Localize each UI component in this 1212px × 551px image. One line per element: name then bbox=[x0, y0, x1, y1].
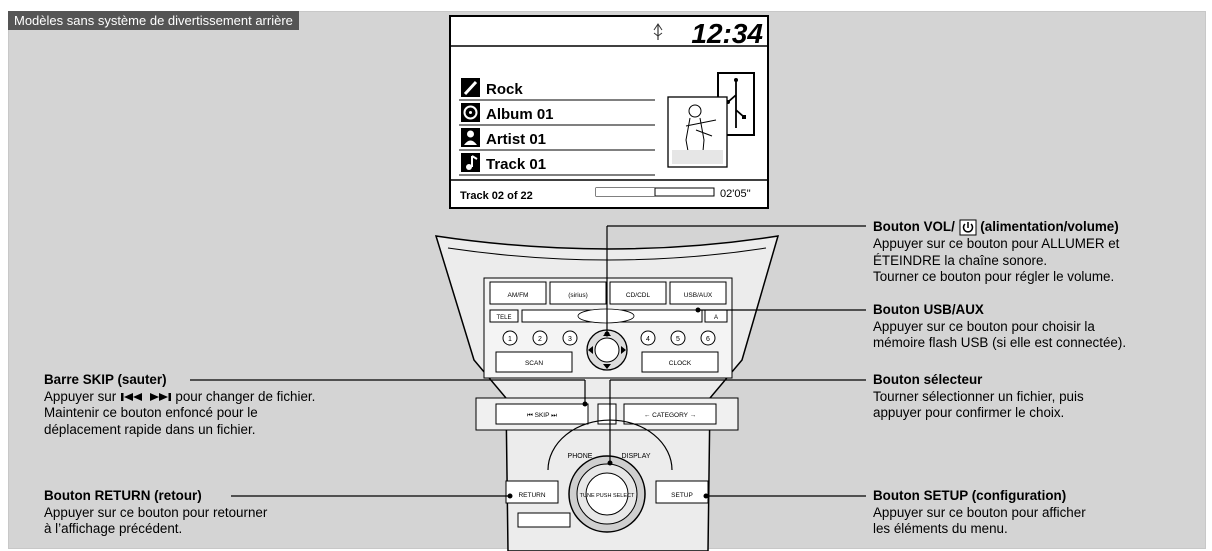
phone-button[interactable]: PHONE bbox=[568, 453, 593, 460]
setup-title: Bouton SETUP (configuration) bbox=[873, 488, 1067, 503]
vol-line3: Tourner ce bouton pour régler le volume. bbox=[873, 269, 1115, 284]
preset-4[interactable]: 4 bbox=[646, 336, 650, 343]
skip-line2: Maintenir ce bouton enfoncé pour le bbox=[44, 405, 258, 420]
usb-line2: mémoire flash USB (si elle est connectée… bbox=[873, 335, 1127, 350]
progress-bar bbox=[595, 187, 715, 197]
row-track: Track 01 bbox=[486, 156, 546, 173]
usb-aux-button[interactable]: USB/AUX bbox=[684, 292, 713, 299]
leader-lines bbox=[190, 225, 866, 497]
usb-line1: Appuyer sur ce bouton pour choisir la bbox=[873, 318, 1095, 334]
usb-icon bbox=[653, 23, 663, 40]
category-bar[interactable]: ← CATEGORY → bbox=[644, 412, 696, 419]
vol-line1: Appuyer sur ce bouton pour ALLUMER et bbox=[873, 236, 1120, 251]
sirius-button[interactable]: (sirius) bbox=[568, 292, 588, 299]
usb-title: Bouton USB/AUX bbox=[873, 302, 984, 317]
return-line2: à l’affichage précédent. bbox=[44, 521, 183, 536]
artist-icon bbox=[461, 128, 480, 147]
skip-line1-b: pour changer de fichier. bbox=[175, 388, 316, 404]
callout-usb: Bouton USB/AUX Appuyer sur ce bouton pou… bbox=[873, 302, 1126, 352]
preset-3[interactable]: 3 bbox=[568, 336, 572, 343]
clock-time: 12:34 bbox=[691, 18, 763, 49]
preset-2[interactable]: 2 bbox=[538, 336, 542, 343]
skip-line3: déplacement rapide dans un fichier. bbox=[44, 421, 256, 437]
tele-button[interactable]: TELE bbox=[496, 315, 511, 321]
selector-line1: Tourner sélectionner un fichier, puis bbox=[873, 388, 1084, 404]
skip-bar[interactable]: ⏮ SKIP ⏭ bbox=[527, 412, 557, 419]
display-button[interactable]: DISPLAY bbox=[621, 453, 650, 460]
setup-button[interactable]: SETUP bbox=[671, 492, 693, 499]
selector-knob[interactable] bbox=[568, 455, 646, 533]
elapsed-time: 02'05'' bbox=[720, 188, 751, 200]
display-screen: 12:34 Rock Album 01 Artist 01 Track 01 bbox=[449, 15, 769, 209]
selector-knob-label: TUNE PUSH SELECT bbox=[580, 493, 635, 499]
cd-button[interactable]: CD/CDL bbox=[626, 292, 651, 299]
skip-title: Barre SKIP (sauter) bbox=[44, 372, 167, 387]
vol-title-a: Bouton VOL/ bbox=[873, 219, 955, 235]
am-fm-button[interactable]: AM/FM bbox=[508, 292, 529, 299]
row-genre: Rock bbox=[486, 81, 523, 98]
return-button[interactable]: RETURN bbox=[518, 492, 545, 499]
setup-line1: Appuyer sur ce bouton pour afficher bbox=[873, 504, 1086, 520]
preset-6[interactable]: 6 bbox=[706, 336, 710, 343]
skip-forward-icon bbox=[149, 392, 171, 401]
callout-setup: Bouton SETUP (configuration) Appuyer sur… bbox=[873, 488, 1086, 538]
selector-title: Bouton sélecteur bbox=[873, 372, 983, 387]
power-icon bbox=[959, 219, 977, 236]
callout-vol: Bouton VOL/ (alimentation/volume) Appuye… bbox=[873, 219, 1119, 286]
a-button[interactable]: A bbox=[714, 315, 718, 321]
callout-skip: Barre SKIP (sauter) Appuyer sur pour cha… bbox=[44, 372, 315, 438]
skip-back-icon bbox=[120, 392, 142, 401]
clock-button[interactable]: CLOCK bbox=[669, 360, 692, 367]
genre-icon bbox=[461, 78, 480, 97]
vol-title-b: (alimentation/volume) bbox=[980, 219, 1119, 235]
track-icon bbox=[461, 153, 480, 172]
row-album: Album 01 bbox=[486, 106, 554, 123]
audio-panel: AM/FM (sirius) CD/CDL USB/AUX TELE A 1 2… bbox=[434, 235, 780, 551]
selector-line2: appuyer pour confirmer le choix. bbox=[873, 405, 1065, 420]
callout-selector: Bouton sélecteur Tourner sélectionner un… bbox=[873, 372, 1084, 422]
leader-dots bbox=[507, 307, 709, 499]
scan-button[interactable]: SCAN bbox=[525, 360, 543, 367]
callout-return: Bouton RETURN (retour) Appuyer sur ce bo… bbox=[44, 488, 267, 538]
vol-line2: ÉTEINDRE la chaîne sonore. bbox=[873, 252, 1048, 268]
preset-5[interactable]: 5 bbox=[676, 336, 680, 343]
album-icon bbox=[461, 103, 480, 122]
skip-line1-a: Appuyer sur bbox=[44, 388, 117, 404]
volume-knob[interactable] bbox=[586, 329, 628, 371]
preset-buttons: 1 2 3 4 5 6 bbox=[502, 330, 716, 346]
model-tag: Modèles sans système de divertissement a… bbox=[8, 11, 299, 30]
preset-1[interactable]: 1 bbox=[508, 336, 512, 343]
row-artist: Artist 01 bbox=[486, 131, 546, 148]
return-title: Bouton RETURN (retour) bbox=[44, 488, 202, 503]
return-line1: Appuyer sur ce bouton pour retourner bbox=[44, 504, 268, 520]
track-counter: Track 02 of 22 bbox=[460, 190, 533, 202]
album-art bbox=[667, 96, 728, 168]
setup-line2: les éléments du menu. bbox=[873, 521, 1008, 536]
